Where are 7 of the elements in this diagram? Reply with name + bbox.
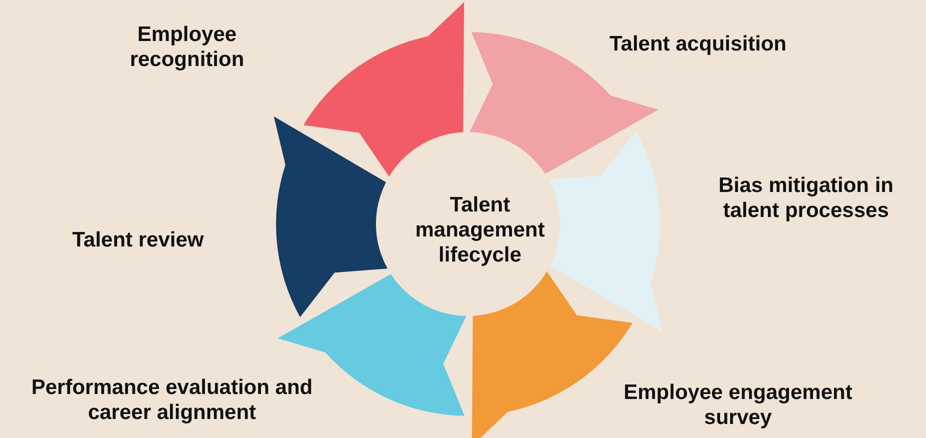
stage-label: Employee recognition — [128, 22, 246, 72]
stage-label: Bias mitigation in talent processes — [717, 173, 894, 223]
stage-label: Employee engagement survey — [622, 380, 854, 430]
stage-label: Talent review — [71, 228, 205, 252]
stage-label: Talent acquisition — [608, 32, 788, 56]
stage-label: Performance evaluation and career alignment — [30, 375, 314, 425]
center-title: Talent management lifecycle — [414, 192, 546, 268]
